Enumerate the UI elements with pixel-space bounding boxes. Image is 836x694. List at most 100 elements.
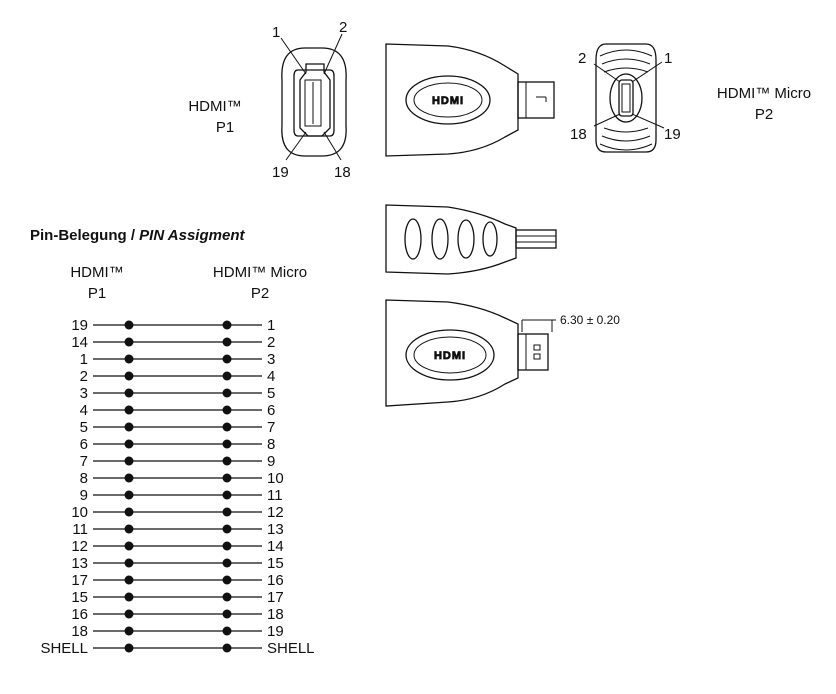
pin-dot-right [222,422,232,432]
p2-label-name: HDMI™ Micro [717,85,811,102]
pin-dot-left [124,320,134,330]
pin-p1-label: 3 [80,385,88,402]
pin-assignment-title: Pin-Belegung / PIN Assigment [30,227,245,244]
pin-p1-label: 8 [80,470,88,487]
p2-front-pin-2: 2 [578,50,586,67]
pin-dot-right [222,643,232,653]
pin-row: SHELL SHELL [40,640,314,657]
pin-dot-left [124,507,134,517]
pin-p1-label: 17 [71,572,88,589]
dimension-label: 6.30 ± 0.20 [560,313,620,327]
pin-p2-label: 16 [267,572,284,589]
pin-dot-left [124,337,134,347]
col-left-id: P1 [88,285,106,302]
pin-row: 13 15 [71,555,283,572]
pin-dot-right [222,626,232,636]
pin-row: 10 12 [71,504,283,521]
hdmi-logo-bottom: HDMI [434,350,466,362]
col-right-id: P2 [251,285,269,302]
pin-dot-left [124,558,134,568]
pin-p2-label: 18 [267,606,284,623]
pin-dot-right [222,439,232,449]
pin-p1-label: 5 [80,419,88,436]
pin-dot-left [124,575,134,585]
pin-p1-label: 13 [71,555,88,572]
pin-p1-label: 6 [80,436,88,453]
pin-p2-label: 2 [267,334,275,351]
p2-front-pin-1: 1 [664,50,672,67]
pin-p2-label: 7 [267,419,275,436]
pin-p2-label: 1 [267,317,275,334]
pin-p1-label: 12 [71,538,88,555]
pin-dot-left [124,456,134,466]
pin-dot-right [222,558,232,568]
pin-p2-label: 8 [267,436,275,453]
pin-dot-right [222,609,232,619]
pin-row: 19 1 [71,317,275,334]
pin-p2-label: 14 [267,538,284,555]
pin-p2-label: 9 [267,453,275,470]
pin-p2-label: 5 [267,385,275,402]
pin-dot-left [124,524,134,534]
adapter-side-view-top [385,43,555,157]
pin-p1-label: SHELL [40,640,88,657]
pin-p1-label: 9 [80,487,88,504]
pin-dot-right [222,575,232,585]
pin-dot-right [222,541,232,551]
pin-p1-label: 10 [71,504,88,521]
pin-dot-right [222,354,232,364]
pin-dot-right [222,320,232,330]
pin-p1-label: 16 [71,606,88,623]
pin-p1-label: 18 [71,623,88,640]
pin-row: 12 14 [71,538,283,555]
pin-p1-label: 1 [80,351,88,368]
p2-label-id: P2 [755,106,773,123]
pin-dot-right [222,473,232,483]
pin-p2-label: SHELL [267,640,315,657]
adapter-side-view-grip [385,204,557,275]
pin-p2-label: 12 [267,504,284,521]
adapter-side-view-bottom [385,299,556,407]
pin-dot-right [222,507,232,517]
p1-front-pin-1: 1 [272,24,280,41]
pin-p2-label: 11 [267,487,283,504]
p1-label-id: P1 [216,119,234,136]
pin-p2-label: 3 [267,351,275,368]
pin-dot-right [222,405,232,415]
pin-dot-left [124,439,134,449]
col-left-name: HDMI™ [70,264,123,281]
pin-p2-label: 15 [267,555,284,572]
hdmi-p1-front-view [280,33,347,161]
pin-p2-label: 19 [267,623,284,640]
pin-dot-right [222,456,232,466]
pin-dot-right [222,337,232,347]
pin-p2-label: 17 [267,589,284,606]
pin-dot-left [124,371,134,381]
pin-row: 9 11 [80,487,283,504]
pin-dot-right [222,490,232,500]
pin-dot-left [124,592,134,602]
pin-dot-left [124,643,134,653]
pin-p2-label: 13 [267,521,284,538]
pin-p1-label: 19 [71,317,88,334]
pin-dot-left [124,490,134,500]
pin-dot-left [124,405,134,415]
pin-dot-right [222,592,232,602]
hdmi-logo-top: HDMI [432,95,464,107]
pin-dot-left [124,354,134,364]
